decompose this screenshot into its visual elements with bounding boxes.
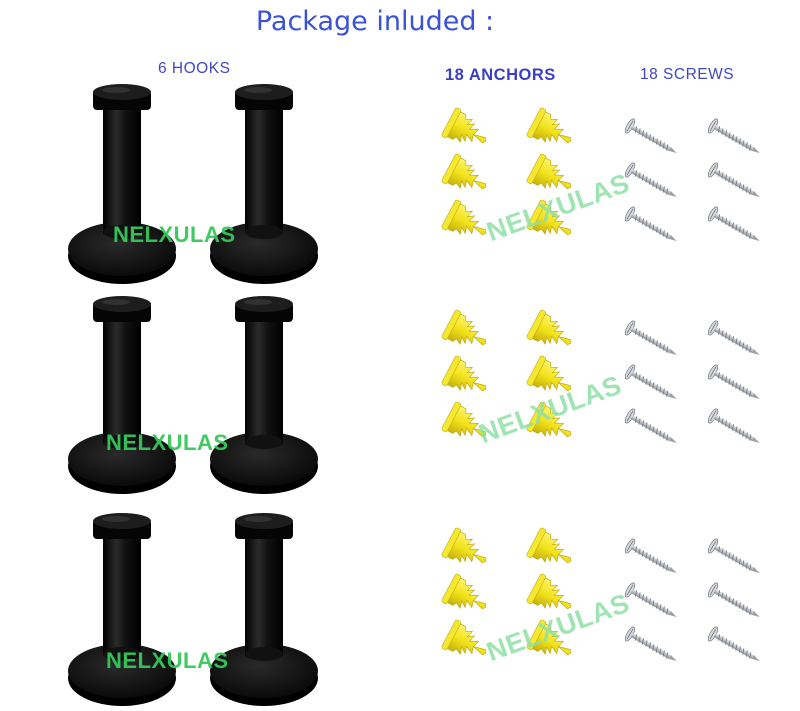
hook-6 <box>210 513 318 706</box>
anchor-5 <box>441 199 487 236</box>
anchor-12 <box>526 401 572 438</box>
screw-7 <box>624 320 677 355</box>
screw-11 <box>624 408 677 443</box>
screw-5 <box>624 206 677 241</box>
screw-12 <box>707 408 760 443</box>
screw-9 <box>624 364 677 399</box>
package-heading: Package inluded : <box>255 6 495 37</box>
screw-8 <box>707 320 760 355</box>
hooks-label: 6 HOOKS <box>158 60 231 77</box>
anchor-17 <box>441 619 487 656</box>
anchor-16 <box>526 573 572 610</box>
hooks-group <box>68 84 318 706</box>
screw-4 <box>707 162 760 197</box>
anchor-6 <box>526 199 572 236</box>
screw-10 <box>707 364 760 399</box>
anchor-13 <box>441 527 487 564</box>
anchor-15 <box>441 573 487 610</box>
screw-18 <box>707 626 760 661</box>
anchor-8 <box>526 309 572 346</box>
anchors-group <box>441 107 572 656</box>
hook-4 <box>210 296 318 494</box>
screw-16 <box>707 582 760 617</box>
watermark-hooks-1: NELXULAS <box>113 222 236 247</box>
watermark-hooks-2: NELXULAS <box>106 430 229 455</box>
anchor-9 <box>441 355 487 392</box>
screw-17 <box>624 626 677 661</box>
anchor-18 <box>526 619 572 656</box>
anchor-4 <box>526 153 572 190</box>
anchor-1 <box>441 107 487 144</box>
anchors-label: 18 ANCHORS <box>445 66 556 84</box>
anchor-10 <box>526 355 572 392</box>
screw-1 <box>624 118 677 153</box>
screw-6 <box>707 206 760 241</box>
anchor-7 <box>441 309 487 346</box>
screws-label: 18 SCREWS <box>640 66 735 83</box>
screw-3 <box>624 162 677 197</box>
hook-5 <box>68 513 176 706</box>
hook-2 <box>210 84 318 284</box>
screw-13 <box>624 538 677 573</box>
hook-1 <box>68 84 176 284</box>
anchor-11 <box>441 401 487 438</box>
screw-14 <box>707 538 760 573</box>
anchor-14 <box>526 527 572 564</box>
screw-15 <box>624 582 677 617</box>
anchor-3 <box>441 153 487 190</box>
hook-3 <box>68 296 176 494</box>
watermark-hooks-3: NELXULAS <box>106 648 229 673</box>
screw-2 <box>707 118 760 153</box>
anchor-2 <box>526 107 572 144</box>
screws-group <box>624 118 760 661</box>
